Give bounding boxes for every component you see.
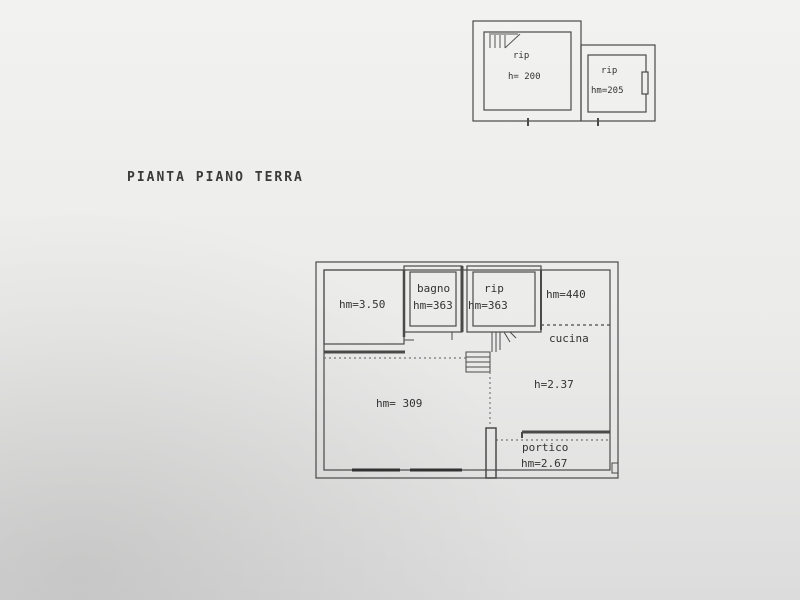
annex-right-room-height: hm=205 bbox=[591, 86, 624, 96]
bathroom-name: bagno bbox=[417, 282, 451, 295]
annex-left-room-inner-wall bbox=[483, 31, 572, 111]
kitchen-name: cucina bbox=[549, 332, 589, 345]
annex-window-mark bbox=[641, 71, 649, 95]
ground-floor-plan bbox=[315, 261, 619, 479]
storage-name: rip bbox=[484, 282, 504, 295]
main-room-height: hm= 309 bbox=[376, 397, 423, 410]
annex-left-room-height: h= 200 bbox=[508, 72, 541, 82]
annex-stair-hatch bbox=[489, 33, 521, 49]
annex-right-room-inner-wall bbox=[587, 54, 647, 113]
porch-height: hm=2.67 bbox=[521, 457, 568, 470]
room-ne-height: hm=440 bbox=[546, 288, 586, 301]
kitchen-height: h=2.37 bbox=[534, 378, 574, 391]
bathroom-height: hm=363 bbox=[413, 299, 453, 312]
stair-symbol bbox=[465, 331, 517, 373]
annex-plan bbox=[472, 20, 656, 126]
room-nw-height: hm=3.50 bbox=[339, 298, 386, 311]
annex-right-room-name: rip bbox=[601, 66, 618, 76]
plan-title: PIANTA PIANO TERRA bbox=[127, 170, 304, 185]
storage-height: hm=363 bbox=[468, 299, 508, 312]
annex-right-room-outer-wall bbox=[580, 44, 656, 122]
annex-left-room-outer-wall bbox=[472, 20, 582, 122]
porch-name: portico bbox=[522, 441, 569, 454]
annex-left-room-name: rip bbox=[513, 51, 530, 61]
ground-floor-outer-wall bbox=[315, 261, 619, 479]
porch-pillar bbox=[485, 427, 497, 479]
